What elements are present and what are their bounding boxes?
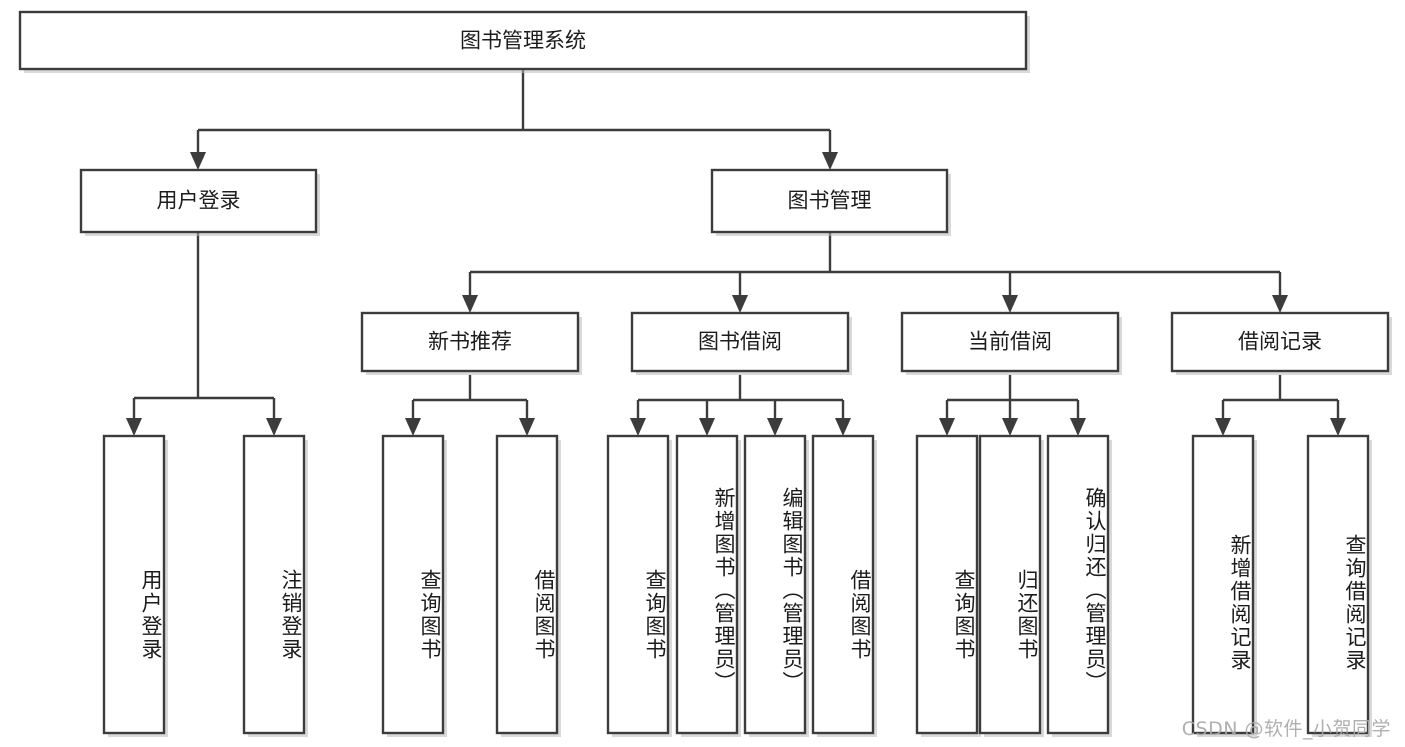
arrow-head-leaf-cb-2 — [1002, 418, 1018, 436]
leaf-box-book-borrow-borrow[interactable] — [811, 434, 875, 735]
level1-box-book-management[interactable] — [710, 168, 949, 234]
leaf-box-new-book-query[interactable] — [381, 434, 445, 735]
leaf-box-borrow-record-add[interactable] — [1191, 434, 1255, 735]
watermark: CSDN @软件_小贺同学 — [1181, 718, 1391, 740]
arrow-head-bookmgmt — [822, 152, 838, 170]
leaf-box-current-borrow-query[interactable] — [915, 434, 979, 735]
arrow-head-leaf-nb-2 — [519, 418, 535, 436]
leaf-box-user-login-logout[interactable] — [242, 434, 306, 735]
arrow-head-leaf-cb-1 — [939, 418, 955, 436]
leaf-box-new-book-borrow[interactable] — [495, 434, 559, 735]
level2-box-borrow-record[interactable] — [1170, 311, 1390, 373]
level2-label-borrow-record: 借阅记录 — [1238, 330, 1322, 354]
leaf-box-current-borrow-confirm[interactable] — [1046, 434, 1110, 735]
arrow-head-borrowrecord — [1272, 295, 1288, 313]
root-box[interactable] — [18, 10, 1028, 71]
level2-box-current-borrow[interactable] — [900, 311, 1120, 373]
level1-label-book-management: 图书管理 — [788, 189, 872, 213]
arrow-head-bookborrow — [732, 295, 748, 313]
leaf-box-book-borrow-add[interactable] — [675, 434, 739, 735]
arrow-head-leaf-br-1 — [1215, 418, 1231, 436]
level2-label-current-borrow: 当前借阅 — [968, 330, 1052, 354]
leaf-box-book-borrow-edit[interactable] — [743, 434, 807, 735]
arrow-head-leaf-cb-3 — [1070, 418, 1086, 436]
level2-label-new-book-recommend: 新书推荐 — [428, 330, 512, 354]
arrow-head-leaf-bb-1 — [630, 418, 646, 436]
leaf-box-user-login-login[interactable] — [102, 434, 166, 735]
arrow-head-leaf-bb-3 — [767, 418, 783, 436]
level2-box-book-borrow[interactable] — [630, 311, 850, 373]
arrow-head-leaf-bb-2 — [699, 418, 715, 436]
node-boxes — [18, 10, 1392, 737]
level1-box-user-login[interactable] — [79, 168, 318, 234]
arrow-head-leaf-br-2 — [1330, 418, 1346, 436]
arrow-head-leaf-bb-4 — [835, 418, 851, 436]
level2-box-new-book-recommend[interactable] — [360, 311, 580, 373]
arrow-head-newbook — [462, 295, 478, 313]
arrow-head-currentborrow — [1002, 295, 1018, 313]
leaf-box-borrow-record-query[interactable] — [1306, 434, 1370, 735]
arrow-head-leaf-user-login — [126, 418, 142, 436]
arrow-head-leaf-nb-1 — [405, 418, 421, 436]
horizontal-labels: 图书管理系统 用户登录 图书管理 新书推荐 图书借阅 当前借阅 借阅记录 — [157, 29, 1323, 354]
level1-label-user-login: 用户登录 — [157, 189, 241, 213]
leaf-box-current-borrow-return[interactable] — [978, 434, 1042, 735]
arrow-head-userlogin — [190, 152, 206, 170]
leaf-box-book-borrow-query[interactable] — [606, 434, 670, 735]
root-label: 图书管理系统 — [460, 29, 586, 53]
arrow-head-leaf-logout — [266, 418, 282, 436]
level2-label-book-borrow: 图书借阅 — [698, 330, 782, 354]
connectors — [126, 69, 1346, 436]
